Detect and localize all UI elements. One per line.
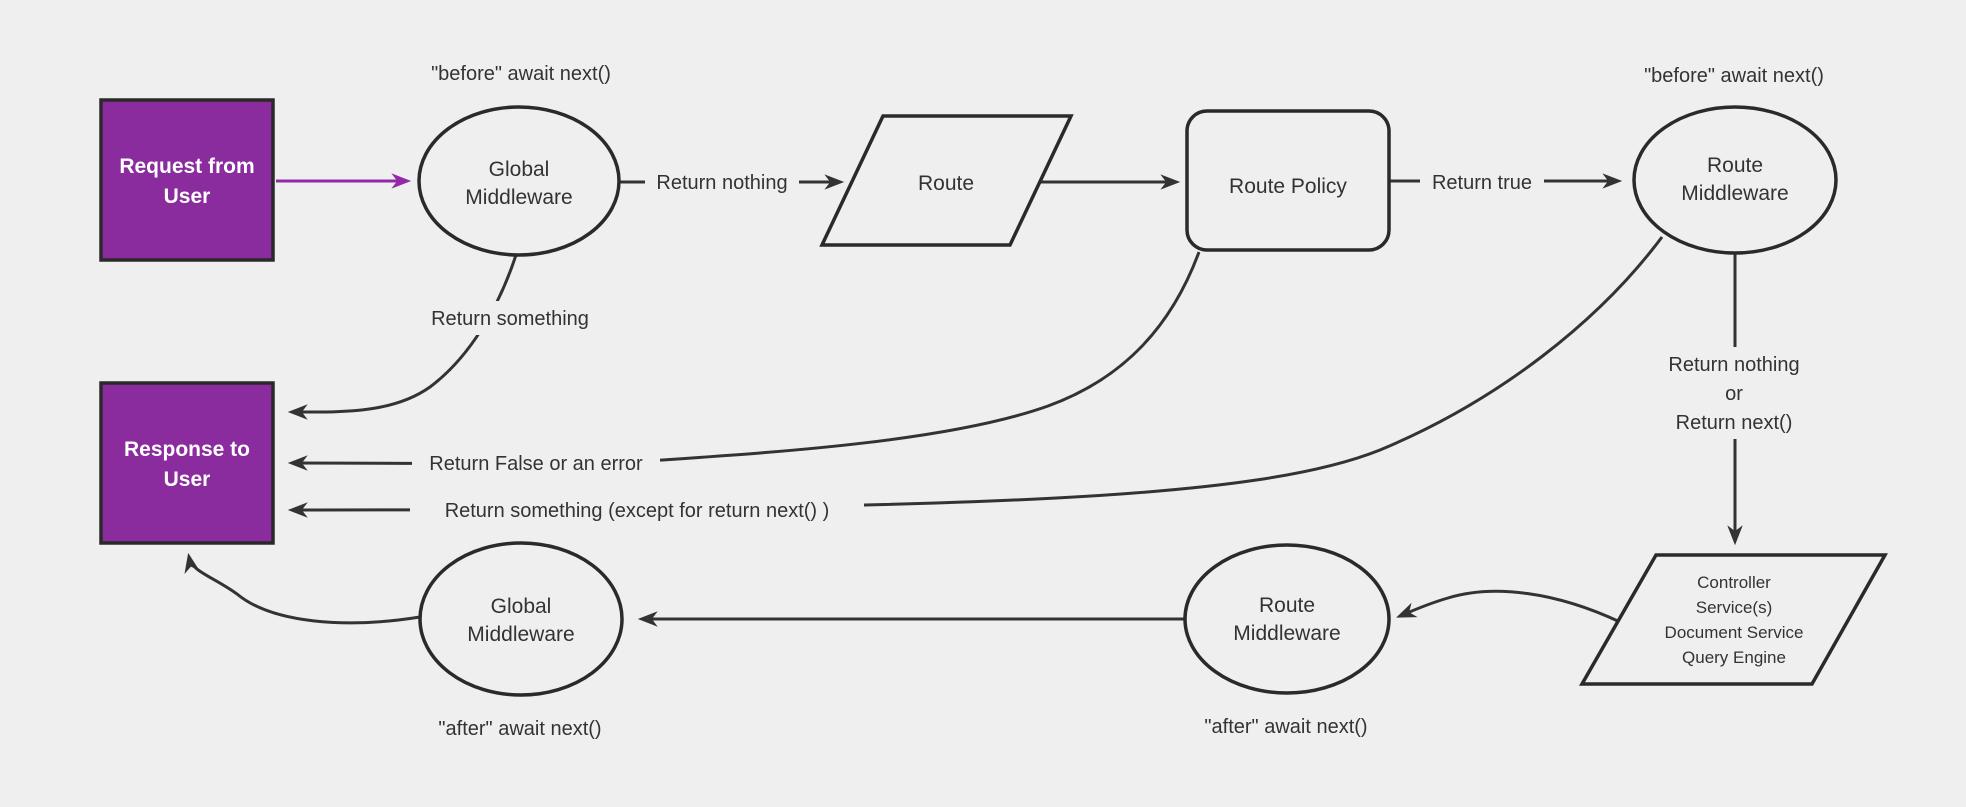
edge-label-after-await-next-route: "after" await next() [1204,716,1367,738]
node-controller-services-label-line-1: Controller [1697,573,1771,592]
node-global-middleware-bottom-label-line-2: Middleware [467,623,574,646]
node-global-middleware-bottom [418,541,624,697]
edge-label-bg-return-something-except [410,492,864,527]
edge-label-after-await-next-global: "after" await next() [438,718,601,740]
node-route [819,114,1074,247]
node-controller-services-label-line-2: Service(s) [1696,598,1773,617]
edge-route-policy-return-false-to-response [287,251,1201,471]
edge-labels-layer: "before" await next() "before" await nex… [410,63,1826,740]
edge-label-return-nothing-or-next-line-3: Return next() [1676,412,1793,434]
edge-label-return-nothing-or-next-line-2: or [1725,383,1743,405]
edge-label-bg-return-something [415,301,605,335]
node-route-middleware-top [1632,105,1838,255]
edge-label-return-nothing: Return nothing [656,172,787,194]
node-controller-services-label-line-4: Query Engine [1682,648,1786,667]
node-request-from-user [99,98,275,262]
node-route-middleware-bottom-label-line-2: Middleware [1233,622,1340,645]
edge-label-bg-return-nothing [645,165,799,199]
edges-layer [184,173,1743,627]
node-route-middleware-bottom-label-line-1: Route [1259,594,1315,617]
edge-label-return-true: Return true [1432,172,1532,194]
node-global-middleware-top-label-line-1: Global [489,158,550,181]
node-request-from-user-label-line-1: Request from [119,155,254,178]
node-global-middleware-bottom-label-line-1: Global [491,595,552,618]
node-route-middleware-bottom [1183,543,1391,695]
node-global-middleware-top [417,105,621,257]
edge-label-before-await-next-route: "before" await next() [1644,65,1824,87]
edge-label-return-something: Return something [431,308,589,330]
node-route-middleware-top-label-line-2: Middleware [1681,182,1788,205]
node-route-middleware-top-label-line-1: Route [1707,154,1763,177]
edge-label-return-nothing-or-next-line-1: Return nothing [1668,354,1799,376]
node-route-policy [1185,109,1391,252]
edge-global-middleware-bottom-to-response [184,552,421,625]
node-route-label: Route [918,172,974,195]
node-controller-services-label-line-3: Document Service [1665,623,1804,642]
edge-controller-to-route-middleware-bottom [1396,589,1621,624]
node-route-policy-label: Route Policy [1229,175,1347,198]
nodes-layer: Request from User Global Middleware Rout… [99,98,1889,697]
edge-label-return-something-except: Return something (except for return next… [445,500,830,522]
edge-label-return-false-or-error: Return False or an error [429,453,643,475]
node-global-middleware-top-label-line-2: Middleware [465,186,572,209]
edge-label-bg-return-false-or-error [412,446,660,480]
edge-label-bg-return-true [1420,165,1544,199]
node-response-to-user-label-line-2: User [164,468,211,491]
edge-label-before-await-next-global: "before" await next() [431,63,611,85]
node-controller-services [1578,553,1889,686]
edge-label-bg-return-nothing-or-next [1642,347,1826,439]
node-request-from-user-label-line-2: User [164,185,211,208]
node-response-to-user-label-line-1: Response to [124,438,250,461]
node-response-to-user [99,381,275,545]
